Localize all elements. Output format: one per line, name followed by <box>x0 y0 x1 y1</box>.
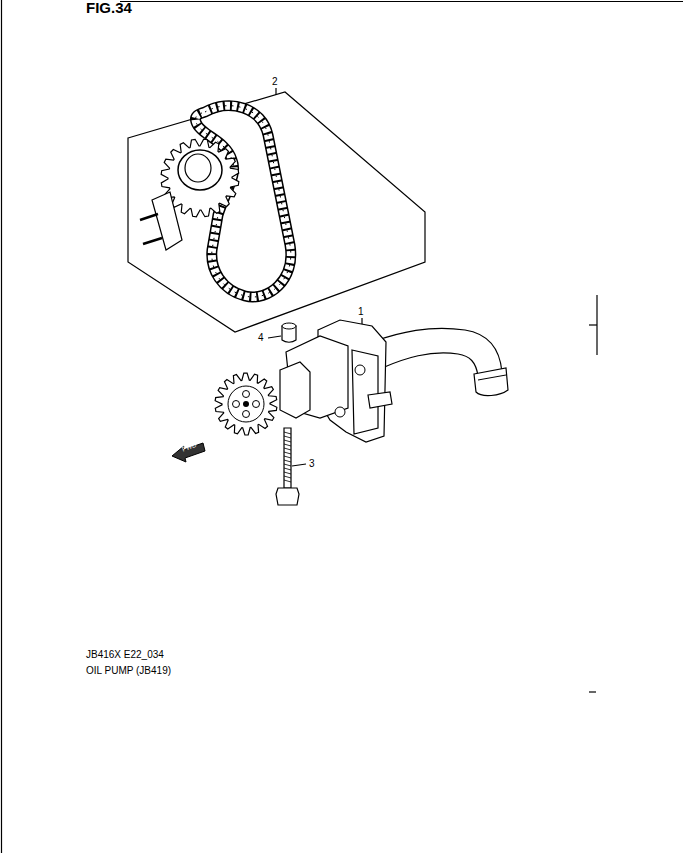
sprocket-hole <box>243 411 250 418</box>
bolt-thread <box>284 436 291 438</box>
pump-bolt <box>284 428 291 488</box>
sprocket-hole <box>253 401 260 408</box>
bolt-thread <box>284 464 291 466</box>
bolt-thread <box>284 444 291 446</box>
bracket-mark <box>589 324 597 325</box>
oil-pump <box>215 320 508 505</box>
oil-strainer <box>478 375 506 380</box>
figure-number: FIG.34 <box>86 0 132 17</box>
bolt-thread <box>284 448 291 450</box>
pickup-pipe <box>372 328 502 376</box>
bolt-hole <box>335 407 345 417</box>
frame-line <box>120 1 683 2</box>
bolt-thread <box>284 480 291 482</box>
bolt-thread <box>284 468 291 470</box>
figure-caption: OIL PUMP (JB419) <box>86 665 171 676</box>
callout-number: 4 <box>258 332 264 343</box>
pump-sprocket <box>228 386 264 422</box>
leader-line <box>268 336 281 338</box>
bolt-thread <box>284 456 291 458</box>
sprocket-hole <box>243 391 250 398</box>
chain-kit <box>140 106 291 297</box>
pump-sprocket <box>215 373 277 435</box>
callout-number: 1 <box>358 306 364 317</box>
pump-shaft <box>243 401 249 407</box>
sprocket-bore <box>185 154 211 182</box>
callout-number: 2 <box>272 76 278 87</box>
bolt-head <box>276 488 299 505</box>
bolt-thread <box>284 440 291 442</box>
bolt-thread <box>284 472 291 474</box>
bolt-thread <box>284 432 291 434</box>
pump-flange <box>352 350 378 434</box>
callout-number: 3 <box>309 458 315 469</box>
leader-line <box>275 88 276 95</box>
edge-mark <box>589 691 596 692</box>
relief-valve <box>368 392 392 408</box>
kit-outline <box>128 92 425 332</box>
dowel-sleeve <box>282 323 296 329</box>
pump-boss <box>280 362 310 418</box>
guide-pin <box>140 214 158 220</box>
oil-strainer <box>474 368 508 396</box>
bolt-thread <box>284 460 291 462</box>
sprocket-hub <box>178 150 222 190</box>
bolt-thread <box>284 476 291 478</box>
bolt-thread <box>284 452 291 454</box>
figure-caption: JB416X E22_034 <box>86 649 164 660</box>
bolt-hole <box>355 365 365 375</box>
chain-guide <box>152 192 182 250</box>
guide-pin <box>143 238 162 244</box>
frame-line <box>1 0 2 853</box>
sprocket-hole <box>233 401 240 408</box>
leader-line <box>292 464 306 466</box>
